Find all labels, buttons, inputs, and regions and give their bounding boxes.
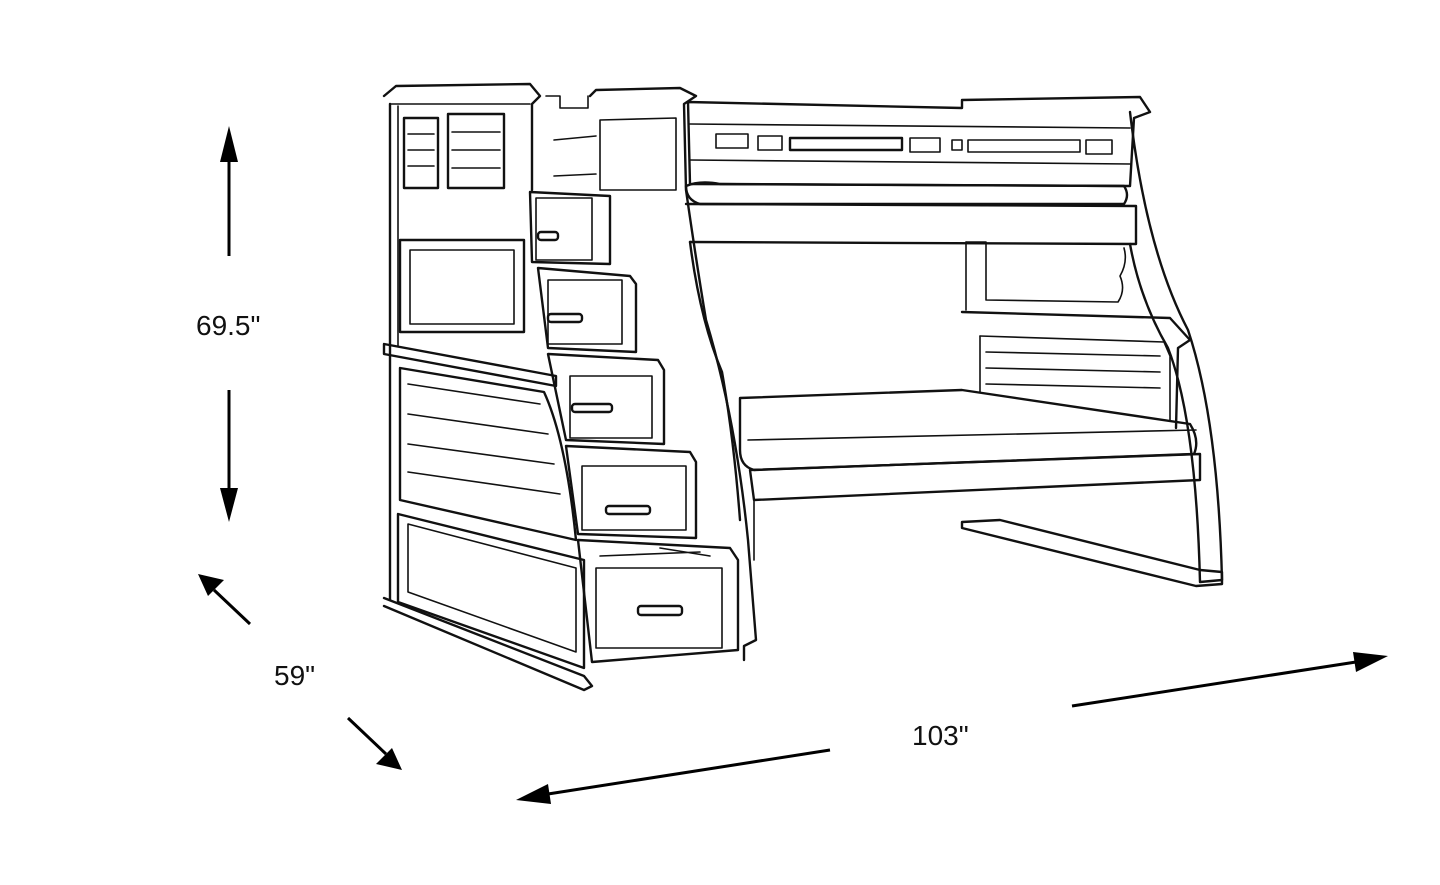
- width-label: 103": [912, 720, 969, 751]
- width-arrow: [516, 652, 1388, 804]
- bed-outline: [382, 82, 1224, 692]
- height-arrow: [220, 126, 238, 522]
- depth-arrow: [198, 574, 402, 770]
- height-label: 69.5": [196, 310, 261, 341]
- depth-label: 59": [274, 660, 316, 691]
